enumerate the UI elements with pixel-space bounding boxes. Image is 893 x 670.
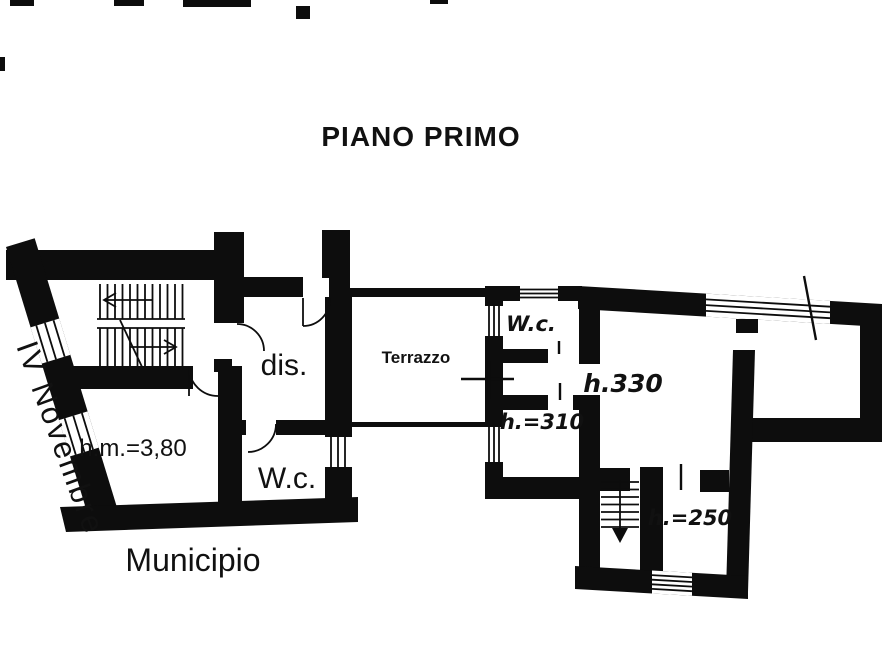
stair-arrow-lower (130, 339, 178, 355)
divider-wall-stub (736, 319, 758, 333)
right-building-left-wall (485, 286, 503, 499)
right-building (461, 275, 882, 599)
room310-top-wall (494, 395, 548, 410)
dis-top-wall-right (329, 277, 350, 297)
top-wall-stub (322, 230, 350, 278)
room310-bottom-wall (492, 477, 582, 499)
right-building-top-wall (578, 275, 882, 341)
right-building-bottom-wall (575, 566, 748, 599)
room-label-h310: h.=310 (500, 410, 584, 434)
room-label-wc-left: W.c. (258, 462, 316, 495)
stair-arrow-upper (102, 292, 152, 308)
terrace (348, 288, 488, 427)
under-stairs-wall (56, 366, 193, 389)
room310-top-wall-right (573, 395, 600, 410)
left-building-right-wall (325, 297, 352, 505)
right-room-bottom-wall (748, 418, 882, 442)
room-label-wc-right: W.c. (506, 312, 556, 336)
staircase-left (97, 284, 185, 370)
left-building-bottom-wall (60, 497, 358, 532)
wc-right-bottom-wall (494, 349, 548, 363)
page-title: PIANO PRIMO (321, 121, 520, 152)
building-label-municipio: Municipio (125, 542, 260, 578)
terrace-label: Terrazzo (382, 348, 451, 367)
room250-top-wall (700, 470, 729, 492)
room-label-h250: h.=250 (648, 506, 732, 530)
terrace-parapet-bottom (352, 422, 488, 427)
scan-artifacts (0, 0, 448, 71)
cross-mark (461, 361, 514, 399)
room-label-h330: h.330 (583, 369, 662, 398)
stair-landing (97, 319, 185, 328)
middle-wall-lower (579, 396, 600, 582)
room250-left-wall (640, 467, 663, 583)
door-dis-terrace (302, 297, 331, 327)
terrace-parapet-top (348, 288, 487, 297)
middle-wall-upper (579, 297, 600, 364)
right-building-right-wall (860, 306, 882, 441)
central-wall (218, 366, 242, 505)
room-label-dis: dis. (261, 349, 308, 382)
stair-arrow-down (612, 480, 628, 543)
window (652, 570, 692, 596)
stair-break-line (119, 319, 144, 370)
dis-top-wall (228, 277, 303, 297)
room-label-height-main: h.m.=3,80 (79, 435, 186, 462)
staircase-right (601, 480, 639, 543)
door-corridor-dis (236, 323, 265, 352)
divider-wall (726, 350, 755, 592)
door-hall-main-room (188, 366, 219, 397)
room330-bottom-wall-a (600, 468, 630, 491)
left-building (6, 230, 358, 532)
section-mark-line (802, 275, 818, 341)
wc-right-top-wall (485, 286, 582, 301)
wc-left-top-wall (242, 420, 327, 435)
door-wc-left (247, 423, 277, 453)
